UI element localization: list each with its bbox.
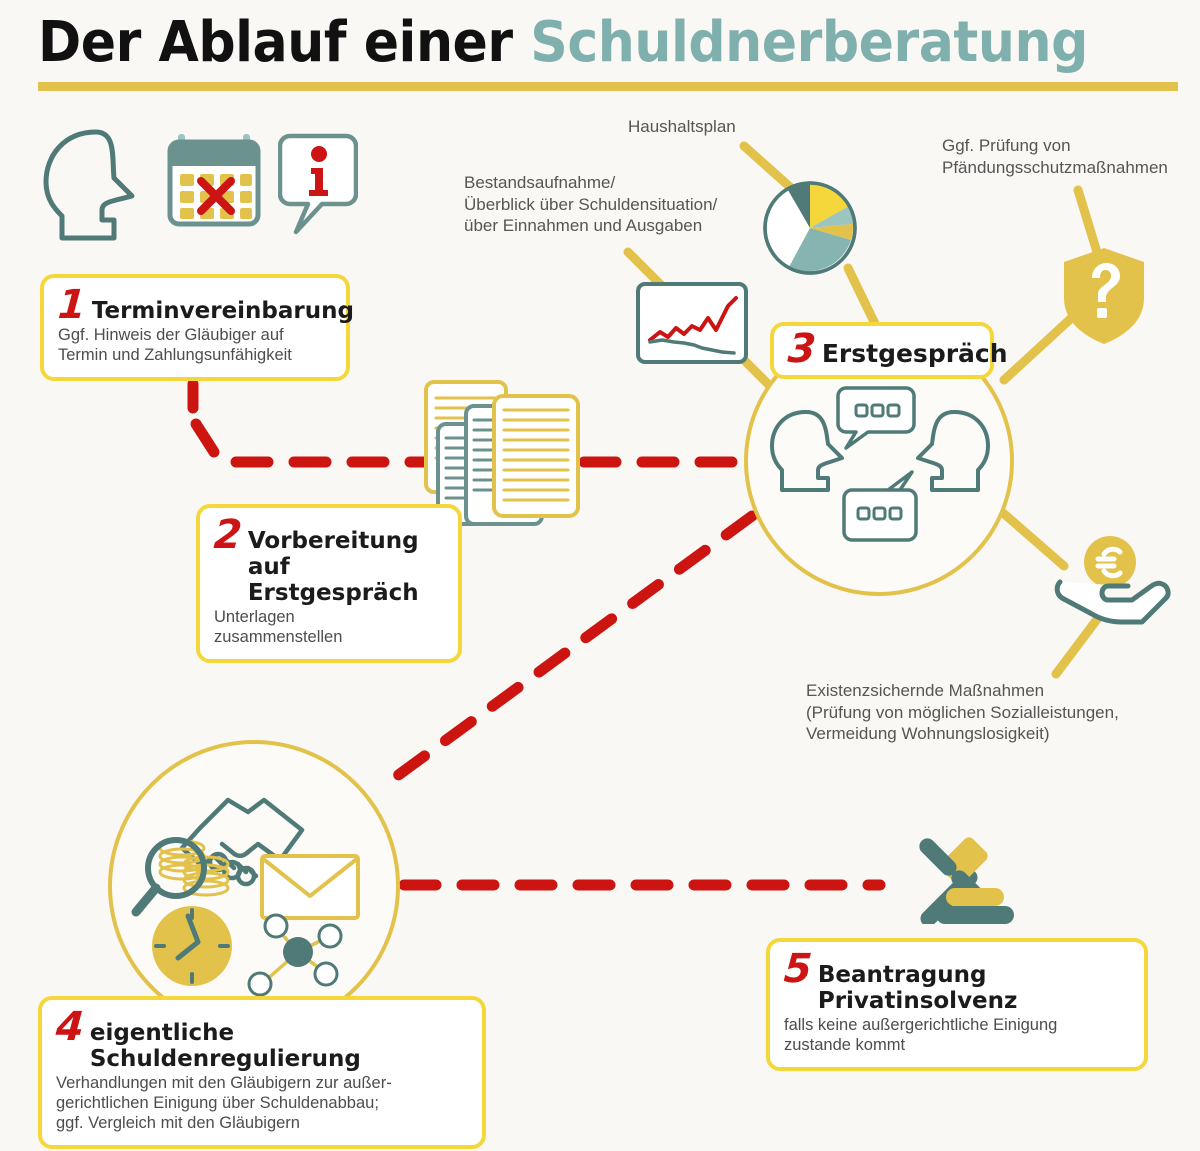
step-2-subtitle: Unterlagen zusammenstellen	[214, 608, 343, 646]
step-2-card[interactable]: 2 Vorbereitung auf Erstgespräch Unterlag…	[196, 504, 462, 663]
step-1-heading: 1 Terminvereinbarung	[56, 282, 354, 328]
calendar-cancelled-icon	[167, 134, 261, 227]
spoke-shield-to-circle	[999, 307, 1083, 385]
pie-chart-icon	[763, 181, 857, 275]
head-profile-icon	[43, 129, 135, 241]
title-part-teal: Schuldnerberatung	[530, 10, 1088, 75]
step-2-title: Vorbereitung auf Erstgespräch	[247, 528, 419, 606]
step-4-title: eigentliche Schuldenregulierung	[89, 1020, 361, 1072]
pie-slice-e	[788, 183, 810, 228]
euro-coin	[1084, 536, 1136, 588]
spoke-circle-to-hand	[997, 507, 1069, 571]
pie-slice-d	[789, 228, 851, 272]
step-2-heading: 2 Vorbereitung auf Erstgespräch	[212, 512, 444, 606]
step-5-title: Beantragung Privatinsolvenz	[817, 962, 1018, 1014]
step-3-number: 3	[786, 326, 818, 372]
gavel-block-upper	[946, 888, 1004, 906]
schuldenregulierung-circle	[108, 740, 400, 1032]
gavel-icon	[919, 837, 1014, 924]
spoke-shield-to-label	[1073, 185, 1105, 267]
title-underline-rule	[38, 82, 1178, 91]
title-part-black: Der Ablauf einer	[38, 10, 531, 75]
step-4-card[interactable]: 4 eigentliche Schuldenregulierung Verhan…	[38, 996, 486, 1149]
spoke-hand-to-label	[1051, 613, 1103, 679]
step-3-heading: 3 Erstgespräch	[786, 326, 1007, 372]
step-2-number: 2	[212, 512, 244, 558]
step-3-title: Erstgespräch	[821, 339, 1008, 368]
pie-slice-c	[810, 224, 854, 240]
note-pfaendungsschutz: Ggf. Prüfung von Pfändungsschutzmaßnahme…	[942, 136, 1168, 177]
gavel-handle	[920, 869, 978, 924]
step-4-subtitle: Verhandlungen mit den Gläubigern zur auß…	[56, 1074, 392, 1132]
gavel-head-bottom	[951, 870, 989, 908]
pie-slice-a	[810, 183, 849, 228]
spoke-haushaltsplan	[739, 141, 805, 201]
note-haushaltsplan: Haushaltsplan	[628, 117, 736, 136]
step-1-card[interactable]: 1 Terminvereinbarung Ggf. Hinweis der Gl…	[40, 274, 354, 381]
spoke-bestandsaufnahme	[623, 247, 673, 297]
step-5-card[interactable]: 5 Beantragung Privatinsolvenz falls kein…	[766, 938, 1148, 1071]
step-4-number: 4	[54, 1004, 86, 1050]
line-series-expenses	[648, 296, 738, 342]
step-5-subtitle: falls keine außergerichtliche Einigung z…	[784, 1016, 1058, 1054]
line-series-income	[648, 338, 736, 355]
gavel-block-lower	[936, 906, 1014, 924]
step-5-heading: 5 Beantragung Privatinsolvenz	[782, 946, 1130, 1014]
hand-euro-coin-icon	[1054, 536, 1171, 625]
info-speech-bubble-icon	[278, 133, 358, 235]
step-1-title: Terminvereinbarung	[91, 298, 354, 324]
step-3-card[interactable]: 3 Erstgespräch	[770, 322, 1008, 379]
page-title: Der Ablauf einer Schuldnerberatung	[38, 8, 1178, 96]
dash-elbow	[190, 418, 220, 458]
calendar-x-mark	[197, 177, 235, 215]
step-4-heading: 4 eigentliche Schuldenregulierung	[54, 1004, 468, 1072]
spoke-pie-to-circle	[843, 263, 883, 335]
gavel-head-band	[940, 837, 988, 885]
note-existenzsichernd: Existenzsichernde Maßnahmen (Prüfung von…	[806, 681, 1119, 743]
step-1-subtitle: Ggf. Hinweis der Gläubiger auf Termin un…	[58, 326, 292, 364]
shield-question-icon	[1064, 248, 1144, 344]
line-chart-icon	[636, 282, 748, 364]
gavel-head-top	[919, 838, 957, 876]
step-1-number: 1	[56, 282, 88, 328]
note-bestandsaufnahme: Bestandsaufnahme/ Überblick über Schulde…	[464, 173, 718, 235]
step-5-number: 5	[782, 946, 814, 992]
pie-slice-b	[810, 206, 853, 228]
